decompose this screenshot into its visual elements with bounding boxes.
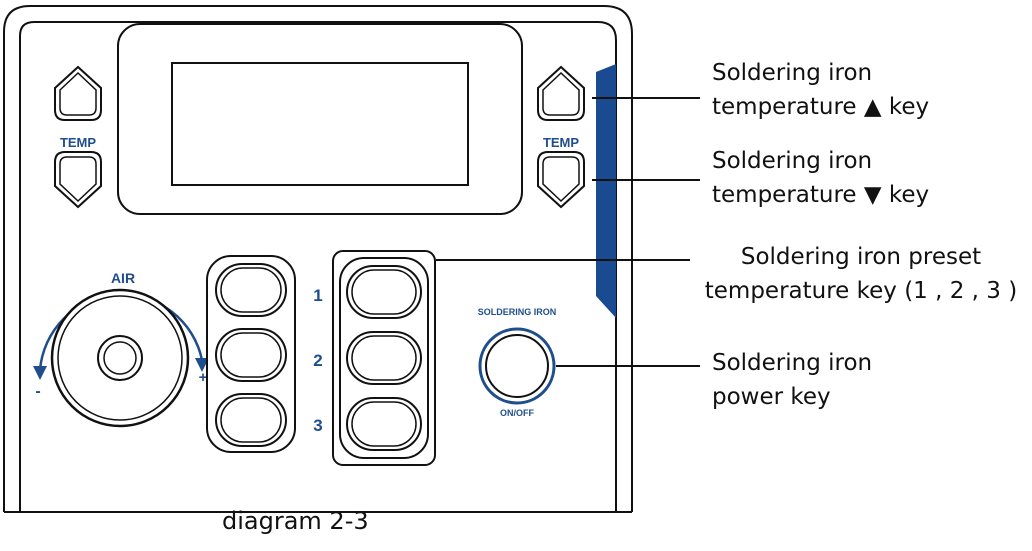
blue-accent-stripe bbox=[596, 64, 616, 318]
callout-line: power key bbox=[712, 384, 831, 410]
preset-key-1[interactable] bbox=[346, 265, 422, 319]
preset-number-3: 3 bbox=[313, 416, 322, 435]
air-label: AIR bbox=[111, 270, 135, 286]
air-knob-group: AIR - + bbox=[33, 270, 209, 428]
on-off-label: ON/OFF bbox=[500, 408, 534, 418]
air-knob[interactable] bbox=[50, 288, 190, 428]
preset-number-1: 1 bbox=[313, 286, 322, 305]
temp-label-left: TEMP bbox=[60, 135, 96, 150]
preset-number-2: 2 bbox=[313, 351, 322, 370]
preset-key-2[interactable] bbox=[346, 331, 422, 385]
temp-down-key-left[interactable] bbox=[54, 151, 102, 209]
leader-lines bbox=[436, 97, 700, 367]
power-key[interactable] bbox=[478, 327, 556, 405]
temp-up-key-right[interactable] bbox=[537, 65, 585, 121]
callout-temp-down: Soldering iron temperature ▼ key bbox=[712, 144, 929, 212]
callout-line: temperature key (1 , 2 , 3 ) bbox=[704, 278, 1018, 304]
left-column-button-2[interactable] bbox=[215, 328, 287, 382]
callout-temp-up: Soldering iron temperature ▲ key bbox=[712, 56, 929, 124]
callout-line: Soldering iron bbox=[712, 148, 873, 174]
air-arrow-right bbox=[195, 358, 209, 372]
soldering-iron-label: SOLDERING IRON bbox=[478, 307, 557, 317]
temp-up-key-left[interactable] bbox=[54, 65, 102, 121]
callout-line: temperature ▲ key bbox=[712, 94, 930, 120]
callout-line: temperature ▼ key bbox=[712, 182, 930, 208]
callout-preset: Soldering iron preset temperature key (1… bbox=[698, 240, 1024, 308]
callout-line: Soldering iron preset bbox=[740, 244, 982, 270]
callout-line: Soldering iron bbox=[712, 60, 873, 86]
air-plus-label: + bbox=[199, 369, 208, 386]
preset-key-3[interactable] bbox=[346, 397, 422, 451]
diagram-caption: diagram 2-3 bbox=[222, 507, 369, 535]
left-column-button-3[interactable] bbox=[215, 393, 287, 447]
left-column-button-1[interactable] bbox=[215, 263, 287, 317]
temp-label-right: TEMP bbox=[543, 135, 579, 150]
preset-key-column bbox=[332, 250, 436, 466]
display-screen bbox=[117, 23, 523, 215]
air-arrow-left bbox=[33, 366, 47, 380]
callout-power: Soldering iron power key bbox=[712, 346, 872, 414]
temp-down-key-right[interactable] bbox=[537, 151, 585, 209]
left-button-column bbox=[206, 255, 296, 453]
callout-line: Soldering iron bbox=[712, 350, 873, 376]
air-minus-label: - bbox=[35, 383, 40, 400]
device-body bbox=[3, 5, 633, 513]
